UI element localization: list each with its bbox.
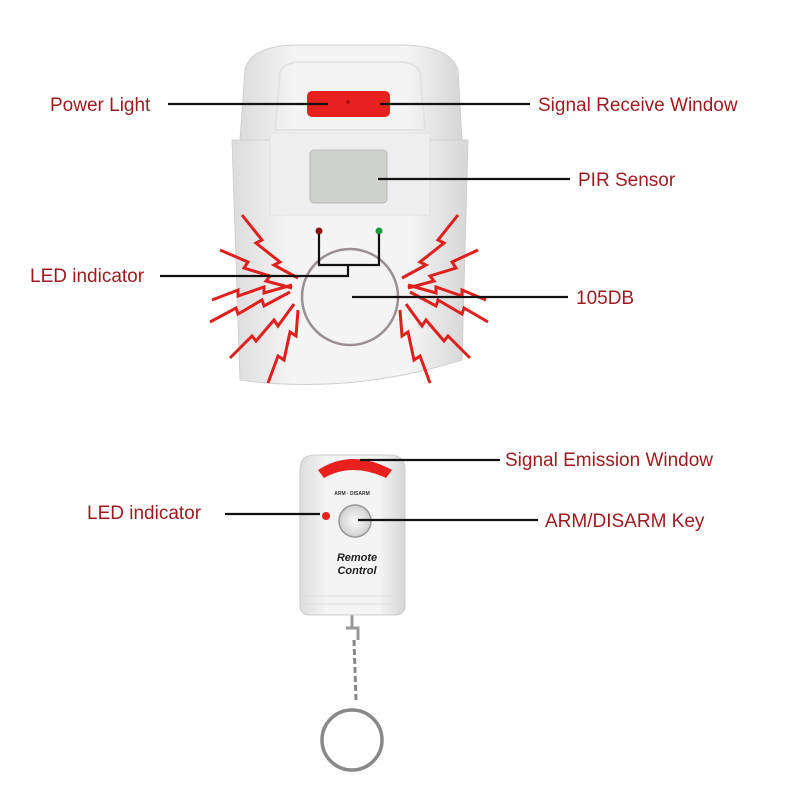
power-light (346, 100, 350, 104)
pir-sensor-lens (309, 149, 388, 204)
label-pir-sensor: PIR Sensor (578, 170, 676, 191)
label-power-light: Power Light (50, 95, 151, 116)
label-signal-receive-window: Signal Receive Window (538, 95, 738, 116)
remote-control: ARM · DISARM Remote Control (299, 454, 406, 772)
led-red (315, 227, 323, 235)
leader-lines (160, 102, 570, 522)
label-arm-disarm-key: ARM/DISARM Key (545, 511, 705, 532)
motion-sensor-unit (209, 44, 489, 385)
label-led-indicator-remote: LED indicator (87, 503, 202, 524)
alarm-sound-icon (209, 214, 489, 384)
remote-brand-line2: Control (337, 565, 377, 577)
signal-receive-window (307, 91, 390, 117)
led-green (375, 227, 383, 235)
signal-emission-window (318, 459, 392, 478)
keychain (320, 615, 384, 772)
label-105db: 105DB (576, 288, 634, 309)
label-led-indicator-sensor: LED indicator (30, 266, 145, 287)
key-caption: ARM · DISARM (334, 491, 370, 497)
remote-led-indicator (322, 512, 330, 520)
label-signal-emission-window: Signal Emission Window (505, 450, 713, 471)
remote-brand-line1: Remote (337, 552, 377, 564)
